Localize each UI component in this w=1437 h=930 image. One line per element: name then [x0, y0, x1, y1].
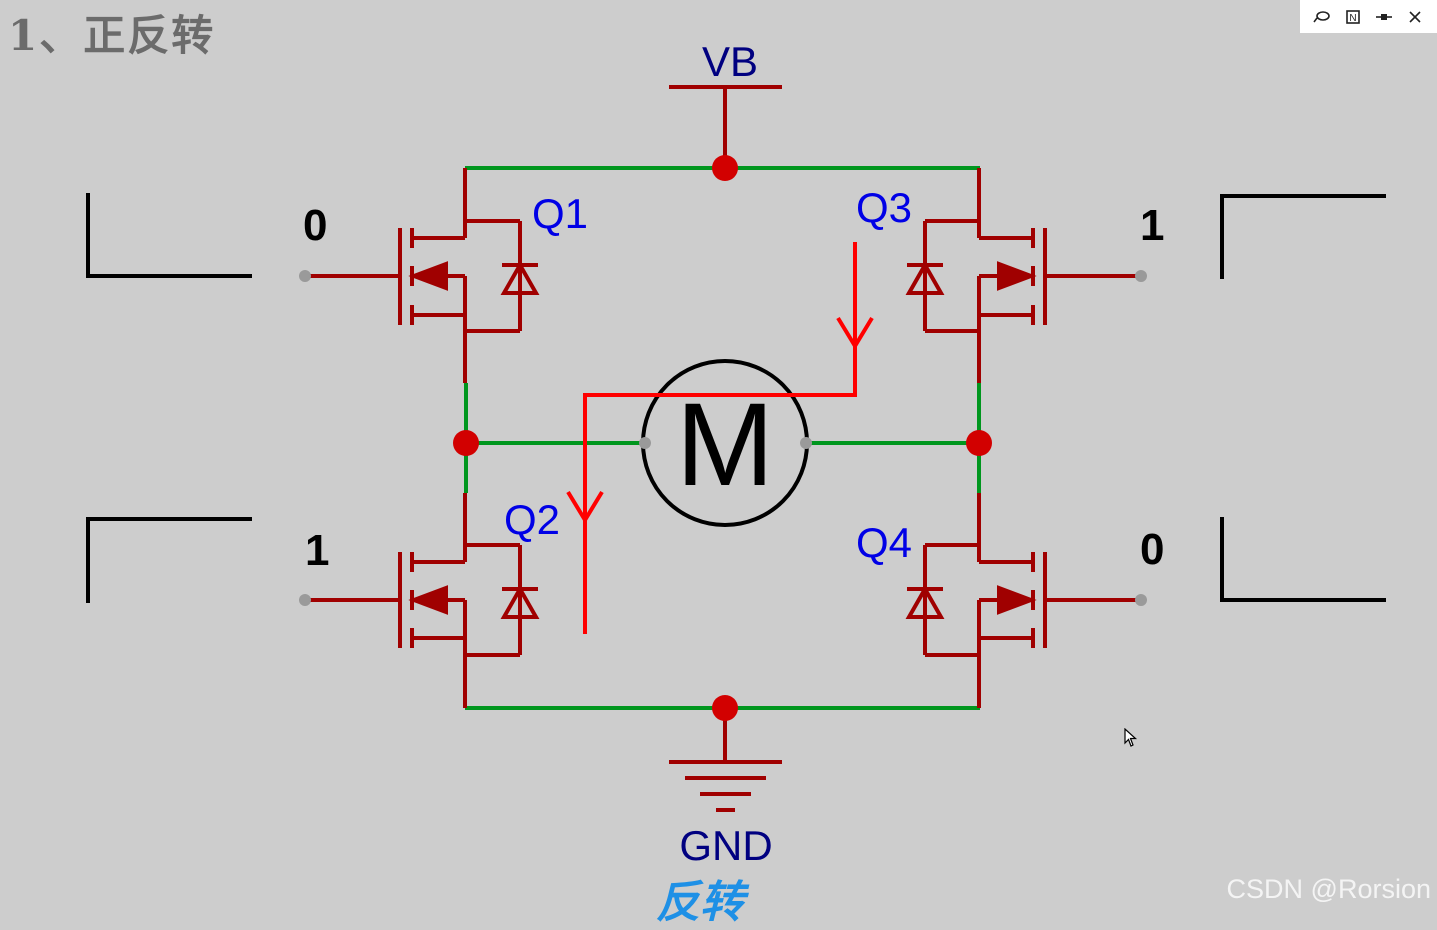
section-heading: 1、正反转 — [8, 11, 216, 60]
q3-gate-pin — [1135, 270, 1147, 282]
pin-icon[interactable] — [1373, 6, 1395, 28]
watermark: CSDN @Rorsion — [1226, 874, 1431, 904]
gnd-label: GND — [679, 822, 772, 869]
q2-high-waveform — [86, 517, 252, 603]
q4-low-waveform — [1220, 517, 1386, 602]
vb-label: VB — [702, 38, 758, 85]
q2-gate-value: 1 — [305, 526, 329, 575]
q4-gate-value: 0 — [1140, 525, 1164, 574]
q3-label: Q3 — [856, 184, 912, 231]
direction-caption: 反转 — [656, 877, 744, 928]
q1-label: Q1 — [532, 190, 588, 237]
vb-power-terminal — [669, 85, 782, 168]
q2-gate-pin — [299, 594, 311, 606]
net-label-icon[interactable]: N — [1342, 6, 1364, 28]
q4-label: Q4 — [856, 519, 912, 566]
q2-flow-arrowhead — [566, 490, 604, 524]
svg-text:N: N — [1349, 13, 1356, 24]
q3-flow-arrowhead — [836, 316, 874, 350]
ground-symbol — [669, 708, 782, 812]
current-flow-path — [566, 242, 874, 634]
close-icon[interactable] — [1404, 6, 1426, 28]
q3-mosfet — [905, 168, 1141, 383]
mouse-cursor-icon — [1124, 728, 1138, 747]
gate-waveforms — [86, 193, 1386, 603]
q3-gate-value: 1 — [1140, 201, 1164, 250]
q4-gate-pin — [1135, 594, 1147, 606]
motor-label: M — [676, 379, 774, 511]
motor-pin-left — [639, 437, 651, 449]
q1-low-waveform — [86, 193, 252, 278]
q1-mosfet — [305, 168, 540, 383]
q3-high-waveform — [1220, 194, 1386, 279]
motor-pin-right — [800, 437, 812, 449]
q1-gate-value: 0 — [303, 201, 327, 250]
q1-gate-pin — [299, 270, 311, 282]
q4-mosfet — [905, 493, 1141, 708]
lasso-icon[interactable] — [1311, 6, 1333, 28]
junctions — [453, 155, 992, 721]
q2-label: Q2 — [504, 496, 560, 543]
q2-mosfet — [305, 493, 540, 708]
floating-toolbar: N — [1300, 0, 1437, 33]
